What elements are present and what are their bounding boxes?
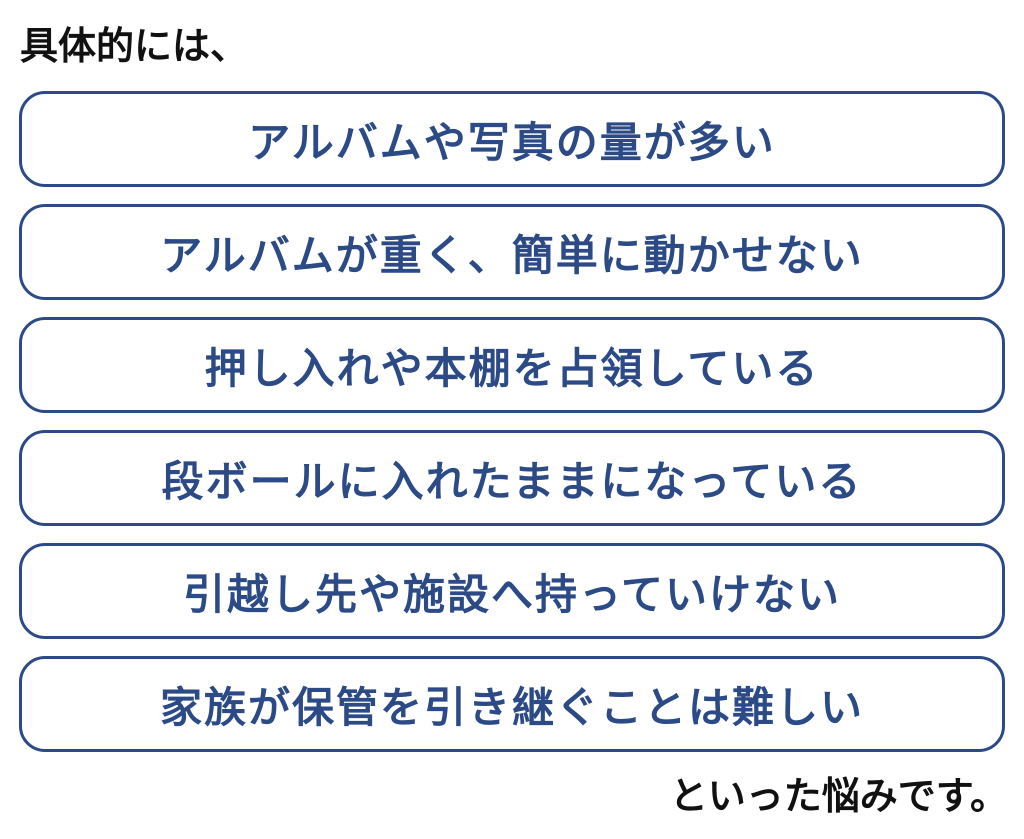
concern-list: アルバムや写真の量が多い アルバムが重く、簡単に動かせない 押し入れや本棚を占領…	[19, 91, 1005, 769]
concern-item-4: 段ボールに入れたままになっている	[19, 430, 1005, 526]
concern-item-5: 引越し先や施設へ持っていけない	[19, 543, 1005, 639]
concern-item-6: 家族が保管を引き継ぐことは難しい	[19, 656, 1005, 752]
concern-item-3: 押し入れや本棚を占領している	[19, 317, 1005, 413]
concern-item-2: アルバムが重く、簡単に動かせない	[19, 204, 1005, 300]
outro-text: といった悩みです。	[669, 774, 1008, 818]
intro-text: 具体的には、	[20, 24, 249, 68]
concern-item-1: アルバムや写真の量が多い	[19, 91, 1005, 187]
